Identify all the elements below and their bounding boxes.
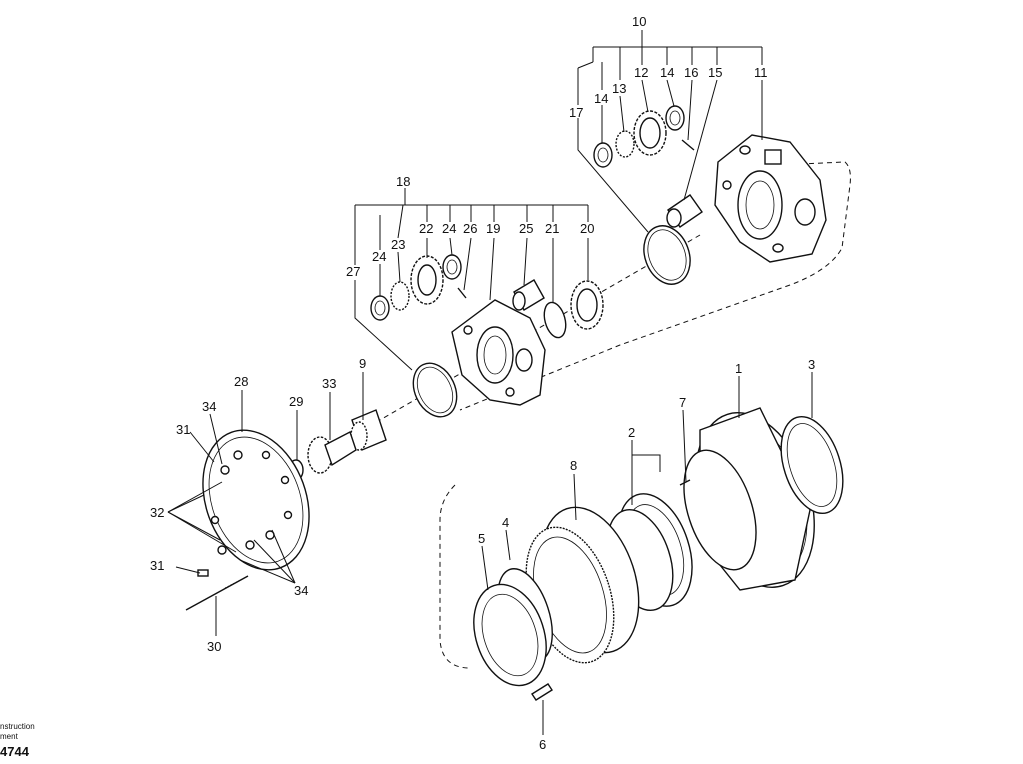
label-34-top: 34 bbox=[202, 399, 216, 414]
leader-lines bbox=[167, 30, 813, 735]
pin-15 bbox=[666, 194, 703, 228]
seal-3 bbox=[780, 415, 844, 515]
shaft-33 bbox=[307, 431, 357, 474]
label-27: 27 bbox=[346, 264, 360, 279]
label-15: 15 bbox=[708, 65, 722, 80]
label-10: 10 bbox=[632, 14, 646, 29]
label-20: 20 bbox=[580, 221, 594, 236]
label-26: 26 bbox=[463, 221, 477, 236]
label-8: 8 bbox=[570, 458, 577, 473]
label-5: 5 bbox=[478, 531, 485, 546]
label-19: 19 bbox=[486, 221, 500, 236]
carrier-11 bbox=[714, 134, 827, 263]
label-30: 30 bbox=[207, 639, 221, 654]
label-29: 29 bbox=[289, 394, 303, 409]
footer-drawing-code: 4744 bbox=[0, 744, 29, 759]
ring-21 bbox=[543, 301, 567, 339]
label-16: 16 bbox=[684, 65, 698, 80]
washer-24b bbox=[442, 254, 462, 280]
label-34-bottom: 34 bbox=[294, 583, 308, 598]
label-12: 12 bbox=[634, 65, 648, 80]
label-9: 9 bbox=[359, 356, 366, 371]
carrier-19 bbox=[451, 299, 546, 406]
washer-14b bbox=[665, 105, 685, 131]
gear-20 bbox=[570, 280, 604, 330]
gear-12 bbox=[633, 110, 667, 156]
pin-26 bbox=[457, 287, 467, 299]
label-4: 4 bbox=[502, 515, 509, 530]
label-22: 22 bbox=[419, 221, 433, 236]
label-18: 18 bbox=[396, 174, 410, 189]
label-3: 3 bbox=[808, 357, 815, 372]
label-31-top: 31 bbox=[176, 422, 190, 437]
footer-line-1: nstruction bbox=[0, 722, 35, 731]
snap-ring-17 bbox=[643, 225, 691, 285]
label-21: 21 bbox=[545, 221, 559, 236]
pin-7 bbox=[679, 479, 691, 486]
label-2: 2 bbox=[628, 425, 635, 440]
label-31-bottom: 31 bbox=[150, 558, 164, 573]
bearing-13 bbox=[615, 130, 635, 158]
part-labels: 10 12 14 16 15 11 13 14 17 18 22 24 26 1… bbox=[150, 14, 815, 752]
label-17: 17 bbox=[569, 105, 583, 120]
pin-25 bbox=[512, 279, 545, 311]
label-11: 11 bbox=[754, 65, 768, 80]
bolt-30 bbox=[185, 575, 249, 611]
washer-14a bbox=[593, 142, 613, 168]
bolt-6 bbox=[531, 683, 553, 701]
label-6: 6 bbox=[539, 737, 546, 752]
label-14-top: 14 bbox=[660, 65, 674, 80]
label-23: 23 bbox=[391, 237, 405, 252]
label-24-left: 24 bbox=[372, 249, 386, 264]
snap-ring-27 bbox=[412, 362, 458, 418]
bearing-9 bbox=[350, 409, 387, 451]
washer-24a bbox=[370, 295, 390, 321]
footer-line-2: ment bbox=[0, 732, 18, 741]
label-7: 7 bbox=[679, 395, 686, 410]
label-28: 28 bbox=[234, 374, 248, 389]
pin-16 bbox=[681, 139, 695, 151]
cover-28 bbox=[202, 429, 310, 571]
label-1: 1 bbox=[735, 361, 742, 376]
label-25: 25 bbox=[519, 221, 533, 236]
label-24-top: 24 bbox=[442, 221, 456, 236]
label-13: 13 bbox=[612, 81, 626, 96]
bearing-23 bbox=[390, 281, 410, 311]
label-14-left: 14 bbox=[594, 91, 608, 106]
cover-5 bbox=[473, 583, 547, 687]
gear-22 bbox=[410, 255, 444, 305]
label-32: 32 bbox=[150, 505, 164, 520]
label-33: 33 bbox=[322, 376, 336, 391]
